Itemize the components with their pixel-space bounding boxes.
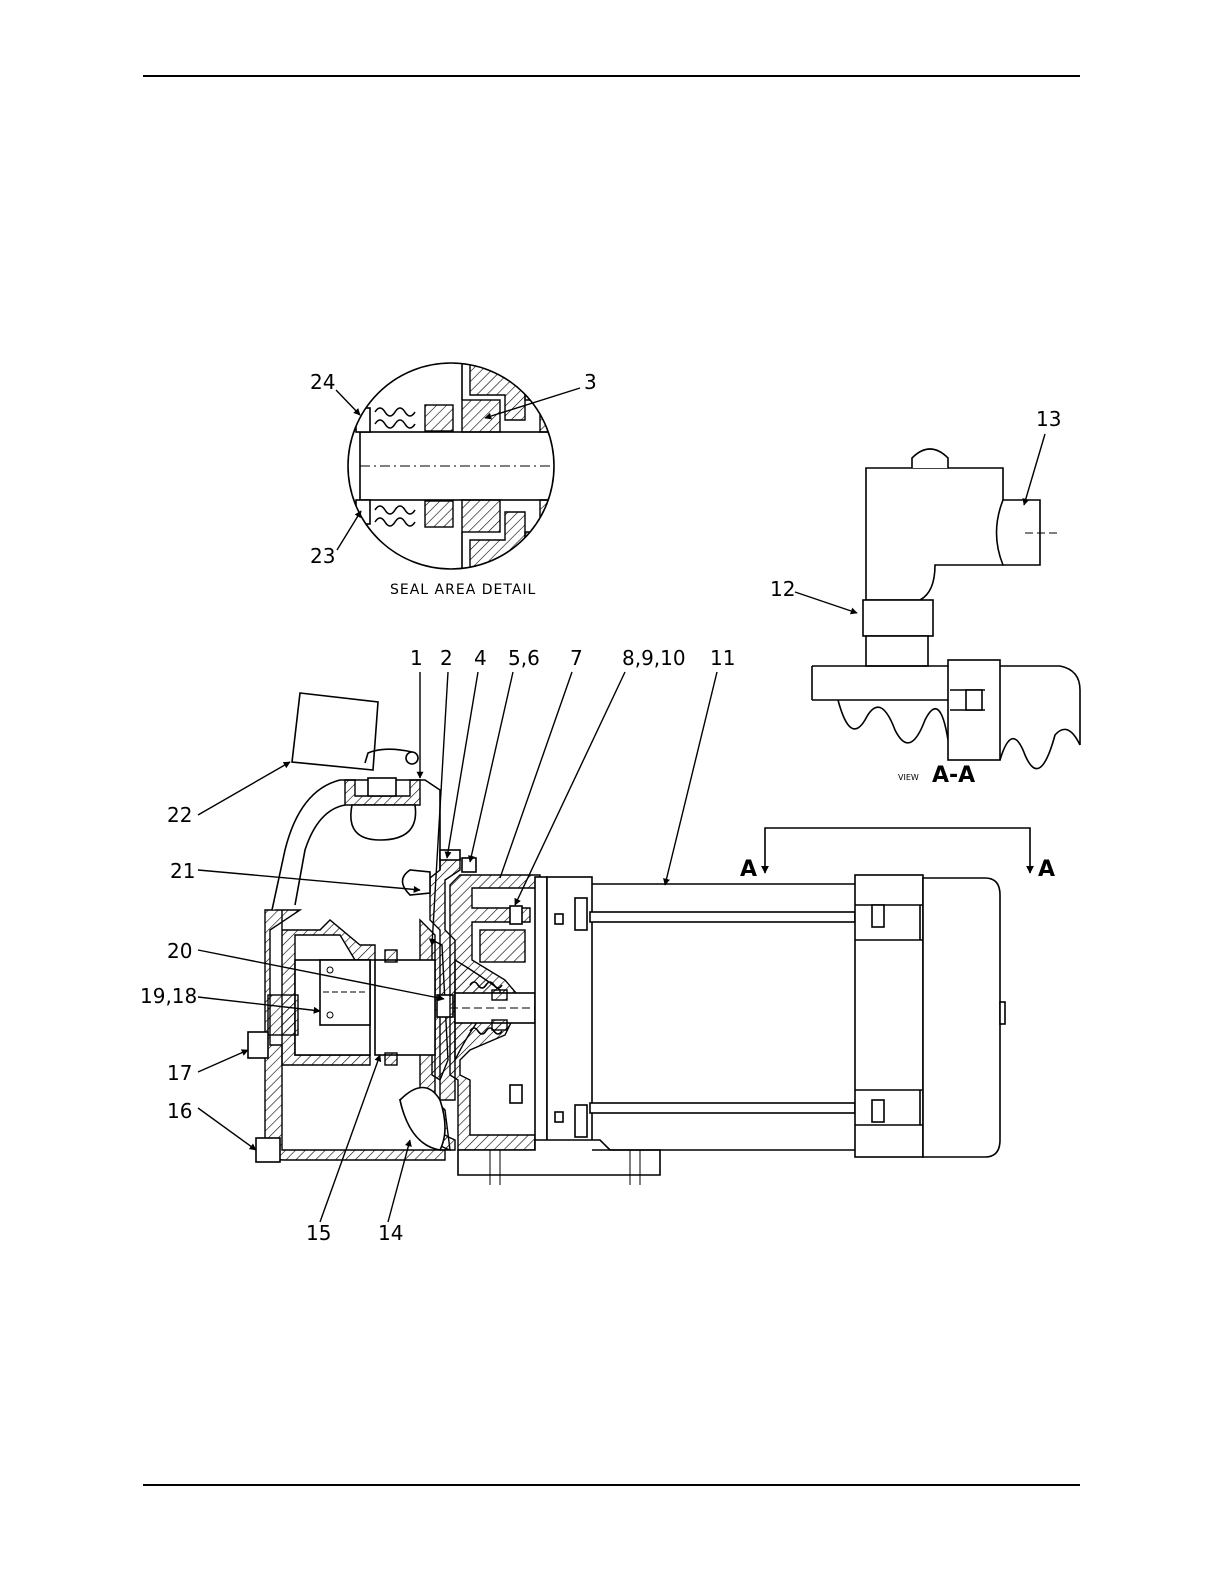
callout-24: 24	[310, 370, 335, 394]
callout-8910: 8,9,10	[622, 646, 686, 670]
callout-21: 21	[170, 859, 195, 883]
callout-4: 4	[474, 646, 487, 670]
pump-section-view	[248, 693, 1005, 1185]
section-line: A A	[740, 828, 1055, 882]
callout-17: 17	[167, 1061, 192, 1085]
callout-11: 11	[710, 646, 735, 670]
callout-14: 14	[378, 1221, 403, 1245]
callout-22: 22	[167, 803, 192, 827]
callout-12: 12	[770, 577, 795, 601]
section-mark-left: A	[740, 857, 757, 882]
callout-2: 2	[440, 646, 453, 670]
callout-23: 23	[310, 544, 335, 568]
callout-7: 7	[570, 646, 583, 670]
callout-1918: 19,18	[140, 984, 197, 1008]
seal-detail-caption: SEAL AREA DETAIL	[390, 582, 536, 598]
callout-56: 5,6	[508, 646, 540, 670]
callout-1: 1	[410, 646, 423, 670]
callout-20: 20	[167, 939, 192, 963]
section-mark-right: A	[1038, 857, 1055, 882]
view-caption-prefix: VIEW	[898, 773, 919, 782]
callout-16: 16	[167, 1099, 192, 1123]
seal-area-detail: 24 3 23 SEAL AREA DETAIL	[310, 362, 597, 598]
callout-15: 15	[306, 1221, 331, 1245]
callout-3: 3	[584, 370, 597, 394]
view-aa: 13 12 VIEW A-A	[770, 407, 1080, 788]
callout-13: 13	[1036, 407, 1061, 431]
view-caption-main: A-A	[932, 763, 975, 788]
